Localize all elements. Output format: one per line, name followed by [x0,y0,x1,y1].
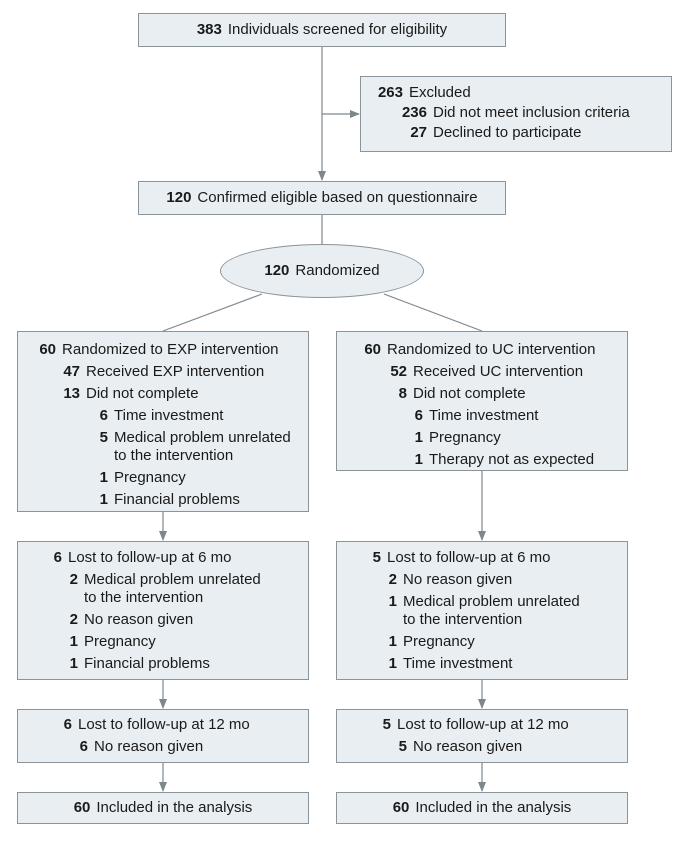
screened-label: Individuals screened for eligibility [227,21,448,38]
exp-randomized-count: 60 [39,341,56,358]
uc-not-complete-count: 8 [398,385,407,402]
exp-lost12-count: 6 [63,716,72,733]
excluded-count: 263 [377,84,403,101]
screened-box: 383 Individuals screened for eligibility [138,13,506,47]
uc-reason-label: Pregnancy [429,429,501,446]
uc-lost6-reason-count: 2 [388,571,397,588]
exp-not-complete-label: Did not complete [86,385,199,402]
exp-lost-6mo-box: 6 Lost to follow-up at 6 mo 2 Medical prob… [17,541,309,680]
exp-reason-count: 1 [99,469,108,486]
exp-reason-label-cont: to the intervention [114,447,234,464]
uc-lost6-label: Lost to follow-up at 6 mo [387,549,551,566]
uc-lost12-reason-label: No reason given [413,738,523,755]
exp-lost12-reason-label: No reason given [94,738,204,755]
uc-reason-label: Time investment [429,407,539,424]
uc-lost6-reason-label: Medical problem unrelated [403,593,580,610]
line-randomized-to-uc [383,293,483,332]
exp-reason-label: Time investment [114,407,224,424]
exp-analysis-label: Included in the analysis [96,799,253,816]
exp-received-count: 47 [63,363,80,380]
eligible-box: 120 Confirmed eligible based on questionn… [138,181,506,215]
uc-lost6-reason-count: 1 [388,655,397,672]
uc-lost-12mo-box: 5 Lost to follow-up at 12 mo 5 No reason g… [336,709,628,763]
uc-lost6-reason-label: Time investment [403,655,513,672]
exp-received-label: Received EXP intervention [86,363,265,380]
exp-lost6-reason-count: 1 [69,633,78,650]
uc-reason-count: 1 [414,429,423,446]
exp-lost6-reason-label: No reason given [84,611,194,628]
excluded-label: Excluded [409,84,471,101]
excluded-reason-count: 27 [410,124,427,141]
uc-lost6-reason-label: No reason given [403,571,513,588]
exp-reason-count: 6 [99,407,108,424]
exp-lost6-reason-label: Pregnancy [84,633,156,650]
uc-received-label: Received UC intervention [413,363,584,380]
randomized-label: Randomized [295,262,380,279]
uc-received-count: 52 [390,363,407,380]
uc-allocation-box: 60 Randomized to UC intervention 52 Receiv… [336,331,628,471]
exp-lost-12mo-box: 6 Lost to follow-up at 12 mo 6 No reason g… [17,709,309,763]
uc-randomized-count: 60 [364,341,381,358]
uc-analysis-label: Included in the analysis [415,799,572,816]
uc-lost12-count: 5 [382,716,391,733]
exp-reason-label: Pregnancy [114,469,186,486]
exp-reason-label: Financial problems [114,491,240,508]
eligible-count: 120 [166,189,192,206]
exp-lost6-reason-label: Financial problems [84,655,210,672]
uc-reason-count: 1 [414,451,423,468]
exp-lost6-label: Lost to follow-up at 6 mo [68,549,232,566]
randomized-ellipse: 120 Randomized [220,244,424,298]
uc-lost12-reason-count: 5 [398,738,407,755]
uc-lost6-reason-count: 1 [388,633,397,650]
exp-reason-label: Medical problem unrelated [114,429,291,446]
exp-lost6-reason-count: 2 [69,571,78,588]
line-randomized-to-exp [162,293,263,332]
screened-count: 383 [196,21,222,38]
eligible-label: Confirmed eligible based on questionnair… [197,189,478,206]
exp-lost6-count: 6 [53,549,62,566]
exp-lost6-reason-label-cont: to the intervention [84,589,204,606]
uc-reason-count: 6 [414,407,423,424]
uc-lost12-label: Lost to follow-up at 12 mo [397,716,569,733]
exp-lost12-label: Lost to follow-up at 12 mo [78,716,250,733]
exp-analysis-count: 60 [73,799,91,816]
exp-not-complete-count: 13 [63,385,80,402]
exp-randomized-label: Randomized to EXP intervention [62,341,279,358]
uc-lost-6mo-box: 5 Lost to follow-up at 6 mo 2 No reason gi… [336,541,628,680]
excluded-reason-label: Did not meet inclusion criteria [433,104,630,121]
uc-lost6-reason-label: Pregnancy [403,633,475,650]
exp-lost12-reason-count: 6 [79,738,88,755]
uc-not-complete-label: Did not complete [413,385,526,402]
exp-reason-count: 5 [99,429,108,446]
uc-randomized-label: Randomized to UC intervention [387,341,596,358]
excluded-box: 263 Excluded 236 Did not meet inclusion cr… [360,76,672,152]
uc-analysis-count: 60 [392,799,410,816]
exp-lost6-reason-count: 2 [69,611,78,628]
exp-allocation-box: 60 Randomized to EXP intervention 47 Recei… [17,331,309,512]
exp-lost6-reason-label: Medical problem unrelated [84,571,261,588]
excluded-reason-label: Declined to participate [433,124,582,141]
excluded-reason-count: 236 [401,104,427,121]
exp-reason-count: 1 [99,491,108,508]
uc-reason-label: Therapy not as expected [429,451,595,468]
uc-lost6-reason-label-cont: to the intervention [403,611,523,628]
exp-analysis-box: 60 Included in the analysis [17,792,309,824]
uc-lost6-reason-count: 1 [388,593,397,610]
uc-lost6-count: 5 [372,549,381,566]
uc-analysis-box: 60 Included in the analysis [336,792,628,824]
exp-lost6-reason-count: 1 [69,655,78,672]
randomized-count: 120 [264,262,290,279]
